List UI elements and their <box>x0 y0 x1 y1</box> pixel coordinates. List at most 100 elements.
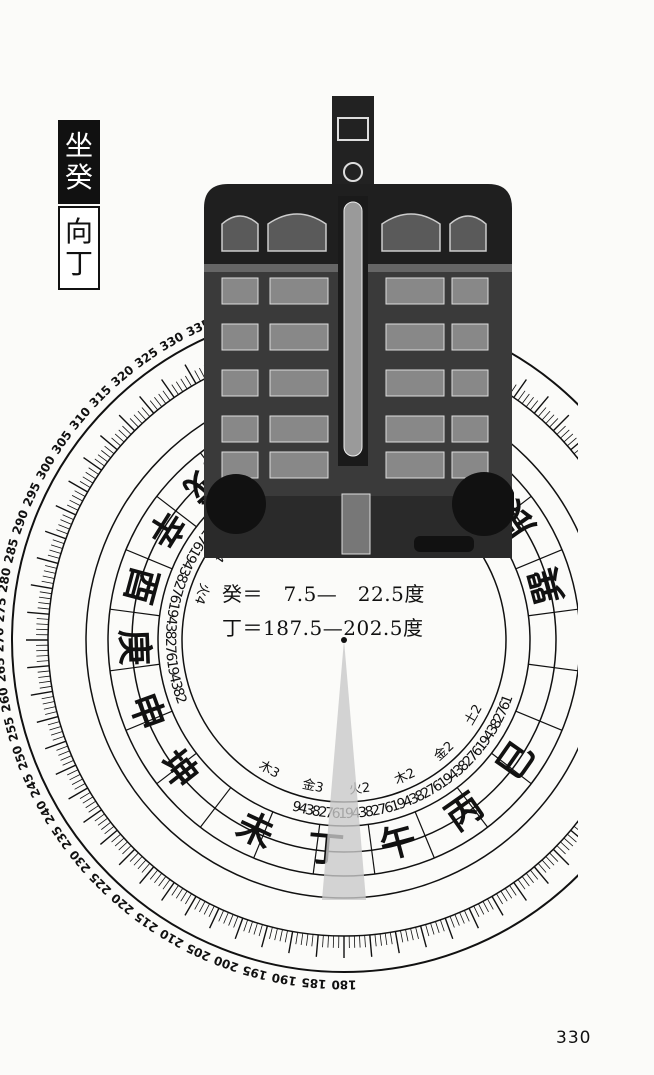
degree-tick <box>88 805 99 813</box>
degree-tick <box>208 905 215 918</box>
degree-tick <box>122 425 132 435</box>
sitting-direction-label: 坐 癸 <box>58 120 100 204</box>
facing-direction-label: 向 丁 <box>58 206 100 290</box>
degree-tick <box>184 895 197 916</box>
degree-tick <box>517 390 526 401</box>
degree-tick <box>194 898 201 910</box>
degree-label: 285 <box>1 537 21 565</box>
degree-label: 220 <box>108 890 136 917</box>
degree-tick <box>162 390 171 401</box>
degree-tick <box>97 817 108 826</box>
degree-tick <box>149 400 159 411</box>
building-window <box>451 415 489 443</box>
degree-tick <box>85 800 96 809</box>
degree-tick <box>171 384 179 395</box>
degree-tick <box>56 529 68 535</box>
sector-divider <box>491 752 532 785</box>
degree-tick <box>45 711 57 715</box>
star-number: 4 <box>163 615 180 626</box>
degree-tick <box>300 933 304 946</box>
sector-divider <box>456 787 489 828</box>
degree-tick <box>101 821 111 830</box>
sit-char: 坐 <box>64 129 93 162</box>
degree-tick <box>525 397 534 407</box>
degree-tick <box>258 924 263 937</box>
degree-tick <box>504 888 513 899</box>
degree-label: 230 <box>67 847 94 875</box>
star-number: 6 <box>162 652 179 663</box>
mountain-char: 坤 <box>151 743 205 797</box>
degree-tick <box>315 934 319 957</box>
pointer-pivot <box>341 637 347 643</box>
degree-tick <box>66 504 79 511</box>
degree-tick <box>541 410 551 421</box>
degree-tick <box>56 745 68 751</box>
star-number: 4 <box>166 672 184 684</box>
degree-tick <box>43 570 56 574</box>
degree-tick <box>384 933 388 946</box>
facing-pointer <box>322 640 366 900</box>
building-window <box>385 451 445 479</box>
degree-tick <box>118 429 128 439</box>
star-number: 6 <box>166 593 184 606</box>
degree-tick <box>43 706 56 710</box>
degree-tick <box>38 675 51 678</box>
degree-tick <box>38 596 51 600</box>
degree-tick <box>141 863 151 873</box>
building-window <box>385 277 445 305</box>
building-illustration <box>204 96 514 558</box>
sit-direction-char: 癸 <box>64 161 93 194</box>
building-window <box>269 415 329 443</box>
degree-tick <box>74 783 86 790</box>
degree-tick <box>389 932 393 945</box>
sector-divider <box>312 824 321 875</box>
degree-tick <box>58 524 70 530</box>
degree-tick <box>38 680 51 684</box>
degree-label: 265 <box>0 657 9 683</box>
degree-tick <box>139 866 155 885</box>
building-window <box>269 369 329 397</box>
sector-divider <box>109 663 160 672</box>
sector-divider <box>156 495 197 528</box>
degree-tick <box>491 895 504 916</box>
degree-tick <box>122 845 132 855</box>
degree-tick <box>36 618 49 620</box>
degree-tick <box>175 888 184 899</box>
degree-tick <box>79 481 91 488</box>
degree-tick <box>27 665 50 669</box>
degree-tick <box>111 437 121 447</box>
degree-tick <box>243 919 249 932</box>
degree-tick <box>101 450 111 459</box>
degree-tick <box>415 927 419 939</box>
degree-tick <box>364 935 366 948</box>
degree-tick <box>141 407 151 417</box>
sector-divider <box>109 608 160 617</box>
degree-tick <box>69 499 81 506</box>
degree-tick <box>379 933 382 946</box>
degree-tick <box>94 458 105 467</box>
element-label: 金3 <box>301 776 325 796</box>
degree-tick <box>430 922 435 935</box>
star-number: 6 <box>383 799 396 817</box>
degree-tick <box>468 907 480 929</box>
degree-tick <box>233 916 239 928</box>
degree-tick <box>60 755 72 761</box>
degree-tick <box>99 435 118 451</box>
degree-tick <box>66 769 79 776</box>
degree-tick <box>104 825 115 835</box>
degree-tick <box>529 869 539 880</box>
degree-tick <box>525 873 534 883</box>
degree-tick <box>500 890 508 902</box>
degree-tick <box>41 580 54 584</box>
degree-tick <box>161 882 175 901</box>
degree-tick <box>556 425 566 435</box>
mountain-char: 酉 <box>116 563 165 608</box>
degree-label: 180 <box>331 978 356 992</box>
element-label: 火4 <box>191 581 212 606</box>
degree-tick <box>288 931 294 954</box>
degree-tick <box>118 841 128 851</box>
degree-tick <box>139 395 155 414</box>
degree-tick <box>129 852 139 862</box>
facing-degree-range: 丁＝187.5—202.5度 <box>222 616 424 640</box>
degree-tick <box>55 764 77 776</box>
